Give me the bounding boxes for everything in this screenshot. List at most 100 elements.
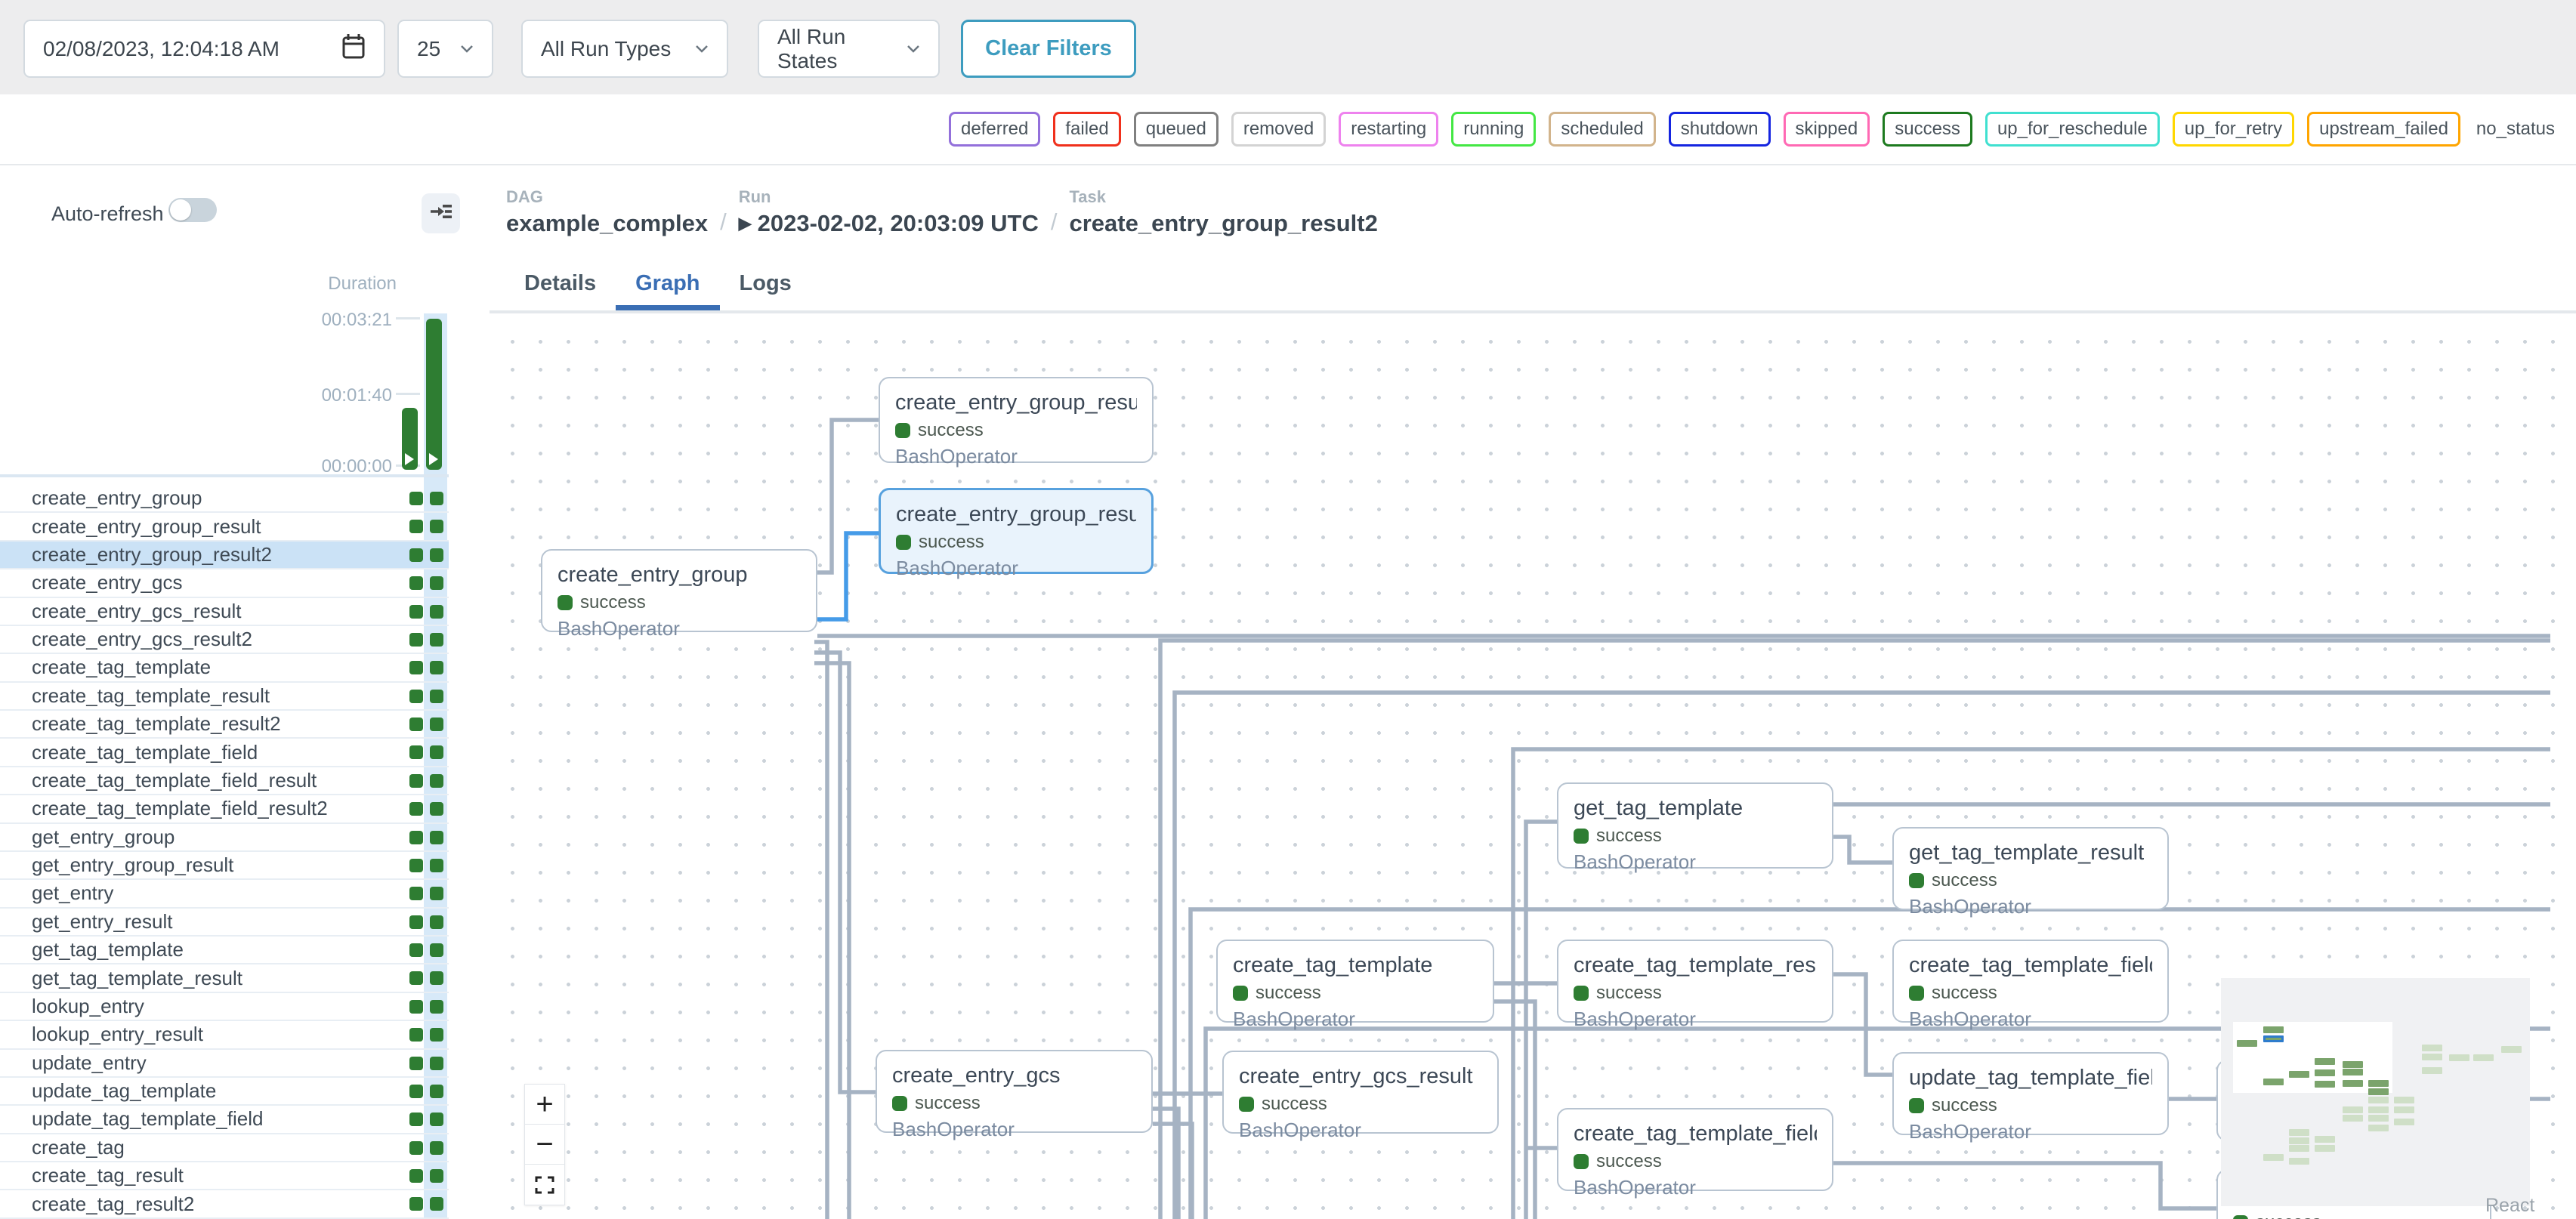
task-instance-cell[interactable] [409,548,423,562]
task-row[interactable]: lookup_entry_result [0,1021,449,1050]
task-row[interactable]: create_tag_template_field [0,739,449,767]
task-row[interactable]: create_tag_template_result2 [0,711,449,739]
task-instance-cell[interactable] [430,1028,443,1042]
run-states-select[interactable]: All Run States [758,20,940,78]
page-size-select[interactable]: 25 [397,20,493,78]
task-instance-cell[interactable] [409,1084,423,1098]
graph-node-create_entry_group_result2[interactable]: create_entry_group_result2successBashOpe… [879,488,1154,579]
legend-badge-skipped[interactable]: skipped [1783,112,1870,147]
auto-refresh-toggle[interactable] [168,198,217,222]
task-instance-cell[interactable] [430,718,443,731]
task-instance-cell[interactable] [430,604,443,619]
run-types-select[interactable]: All Run Types [521,20,728,78]
task-instance-cell[interactable] [409,971,423,986]
task-instance-cell[interactable] [409,1028,423,1042]
task-row[interactable]: create_entry_gcs_result2 [0,626,449,655]
legend-badge-queued[interactable]: queued [1133,112,1219,147]
task-instance-cell[interactable] [430,1084,443,1098]
task-row[interactable]: create_tag_template_result [0,683,449,711]
task-instance-cell[interactable] [409,773,423,788]
legend-badge-shutdown[interactable]: shutdown [1668,112,1771,147]
task-instance-cell[interactable] [409,915,423,929]
task-instance-cell[interactable] [430,1169,443,1183]
task-instance-cell[interactable] [430,943,443,957]
legend-badge-running[interactable]: running [1451,112,1537,147]
legend-badge-scheduled[interactable]: scheduled [1549,112,1656,147]
task-instance-cell[interactable] [430,492,443,505]
task-instance-cell[interactable] [430,773,443,788]
date-filter-input[interactable]: 02/08/2023, 12:04:18 AM [23,20,385,78]
task-instance-cell[interactable] [430,802,443,816]
legend-badge-up_for_retry[interactable]: up_for_retry [2172,112,2295,147]
task-instance-cell[interactable] [409,1169,423,1183]
legend-badge-restarting[interactable]: restarting [1339,112,1439,147]
legend-badge-up_for_reschedule[interactable]: up_for_reschedule [1985,112,2160,147]
task-instance-cell[interactable] [409,632,423,647]
task-instance-cell[interactable] [430,661,443,675]
task-instance-cell[interactable] [430,971,443,986]
task-row[interactable]: create_tag_template [0,654,449,683]
task-instance-cell[interactable] [409,1140,423,1155]
task-row[interactable]: get_entry_group [0,824,449,852]
task-instance-cell[interactable] [409,802,423,816]
task-instance-cell[interactable] [430,632,443,647]
collapse-sidebar-button[interactable] [422,193,460,233]
task-row[interactable]: get_tag_template_result [0,964,449,993]
task-instance-cell[interactable] [409,520,423,534]
task-row[interactable]: get_entry [0,880,449,909]
task-instance-cell[interactable] [430,1140,443,1155]
legend-badge-success[interactable]: success [1883,112,1972,147]
task-instance-cell[interactable] [430,745,443,760]
task-row[interactable]: lookup_entry [0,993,449,1022]
task-row[interactable]: update_entry [0,1050,449,1078]
dag-run-duration-bar[interactable] [402,408,418,470]
task-instance-cell[interactable] [409,858,423,872]
task-instance-cell[interactable] [409,604,423,619]
task-instance-cell[interactable] [430,1056,443,1070]
legend-badge-removed[interactable]: removed [1231,112,1327,147]
legend-badge-deferred[interactable]: deferred [948,112,1041,147]
zoom-in-button[interactable]: + [525,1085,564,1125]
task-instance-cell[interactable] [409,830,423,844]
task-instance-cell[interactable] [409,1197,423,1211]
task-instance-cell[interactable] [409,689,423,703]
task-instance-cell[interactable] [430,689,443,703]
task-instance-cell[interactable] [430,915,443,929]
task-instance-cell[interactable] [409,999,423,1014]
task-instance-cell[interactable] [409,943,423,957]
task-instance-cell[interactable] [409,745,423,760]
task-row[interactable]: create_tag_template_field_result [0,767,449,796]
task-row[interactable]: get_entry_result [0,909,449,937]
tab-logs[interactable]: Logs [739,271,792,295]
task-instance-cell[interactable] [430,576,443,591]
graph-node-create_tag_template_field_result[interactable]: create_tag_template_field_r...successBas… [1892,940,2169,1030]
task-instance-cell[interactable] [430,1113,443,1127]
task-row[interactable]: update_tag_template_field [0,1106,449,1134]
task-row[interactable]: update_tag_template [0,1078,449,1106]
task-row[interactable]: create_entry_gcs [0,569,449,598]
task-instance-cell[interactable] [409,1056,423,1070]
fit-view-button[interactable] [525,1165,564,1205]
minimap-viewport[interactable] [2233,1022,2392,1093]
task-row[interactable]: create_tag_result [0,1162,449,1191]
task-instance-cell[interactable] [430,830,443,844]
task-row[interactable]: get_entry_group_result [0,852,449,881]
task-instance-cell[interactable] [430,1197,443,1211]
task-row[interactable]: create_entry_group [0,485,449,514]
breadcrumb-run[interactable]: Run ▶2023-02-02, 20:03:09 UTC [739,187,1039,237]
task-row[interactable]: create_entry_group_result [0,513,449,542]
task-row[interactable]: create_tag_result2 [0,1190,449,1219]
task-instance-cell[interactable] [409,887,423,901]
task-row[interactable]: create_entry_group_result2 [0,541,449,570]
